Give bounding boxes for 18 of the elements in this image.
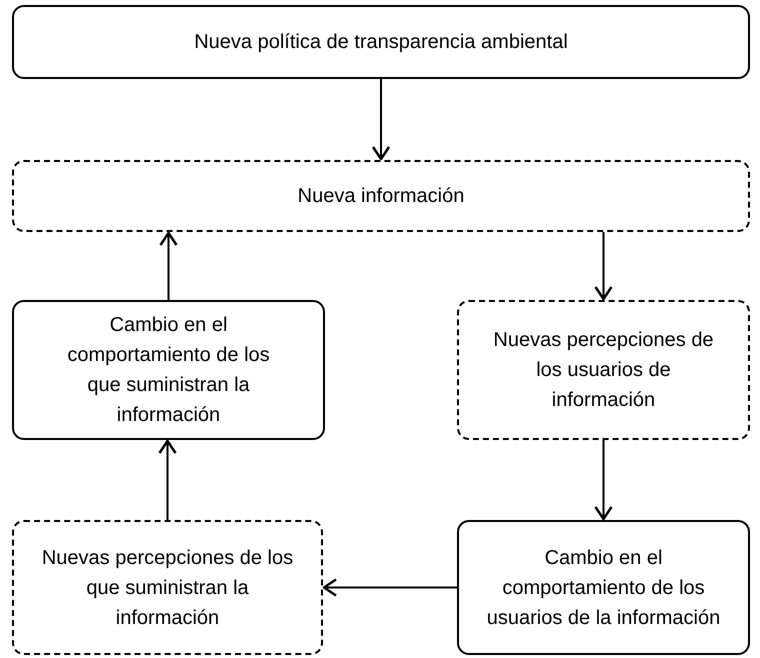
process-box — [12, 160, 750, 232]
arrow — [322, 578, 457, 597]
arrow — [372, 79, 390, 160]
process-box — [12, 300, 325, 440]
process-box — [12, 520, 323, 655]
arrow — [158, 440, 177, 520]
box-label: Nueva política de transparencia ambiental — [194, 30, 568, 55]
process-box — [457, 300, 750, 440]
process-box — [457, 520, 750, 655]
box-label: Cambio en el comportamiento de los usuarios de la información — [486, 546, 722, 630]
box-label: Nuevas percepciones de los usuarios de información — [492, 328, 715, 413]
process-box — [12, 5, 750, 79]
box-label: Nueva información — [298, 184, 464, 209]
box-label: Cambio en el comportamiento de los que suministran la información — [66, 313, 271, 428]
box-label: Nuevas percepciones de los que suministran la información — [40, 546, 294, 630]
arrow — [594, 440, 613, 520]
arrow — [594, 232, 613, 300]
arrow — [159, 232, 178, 300]
